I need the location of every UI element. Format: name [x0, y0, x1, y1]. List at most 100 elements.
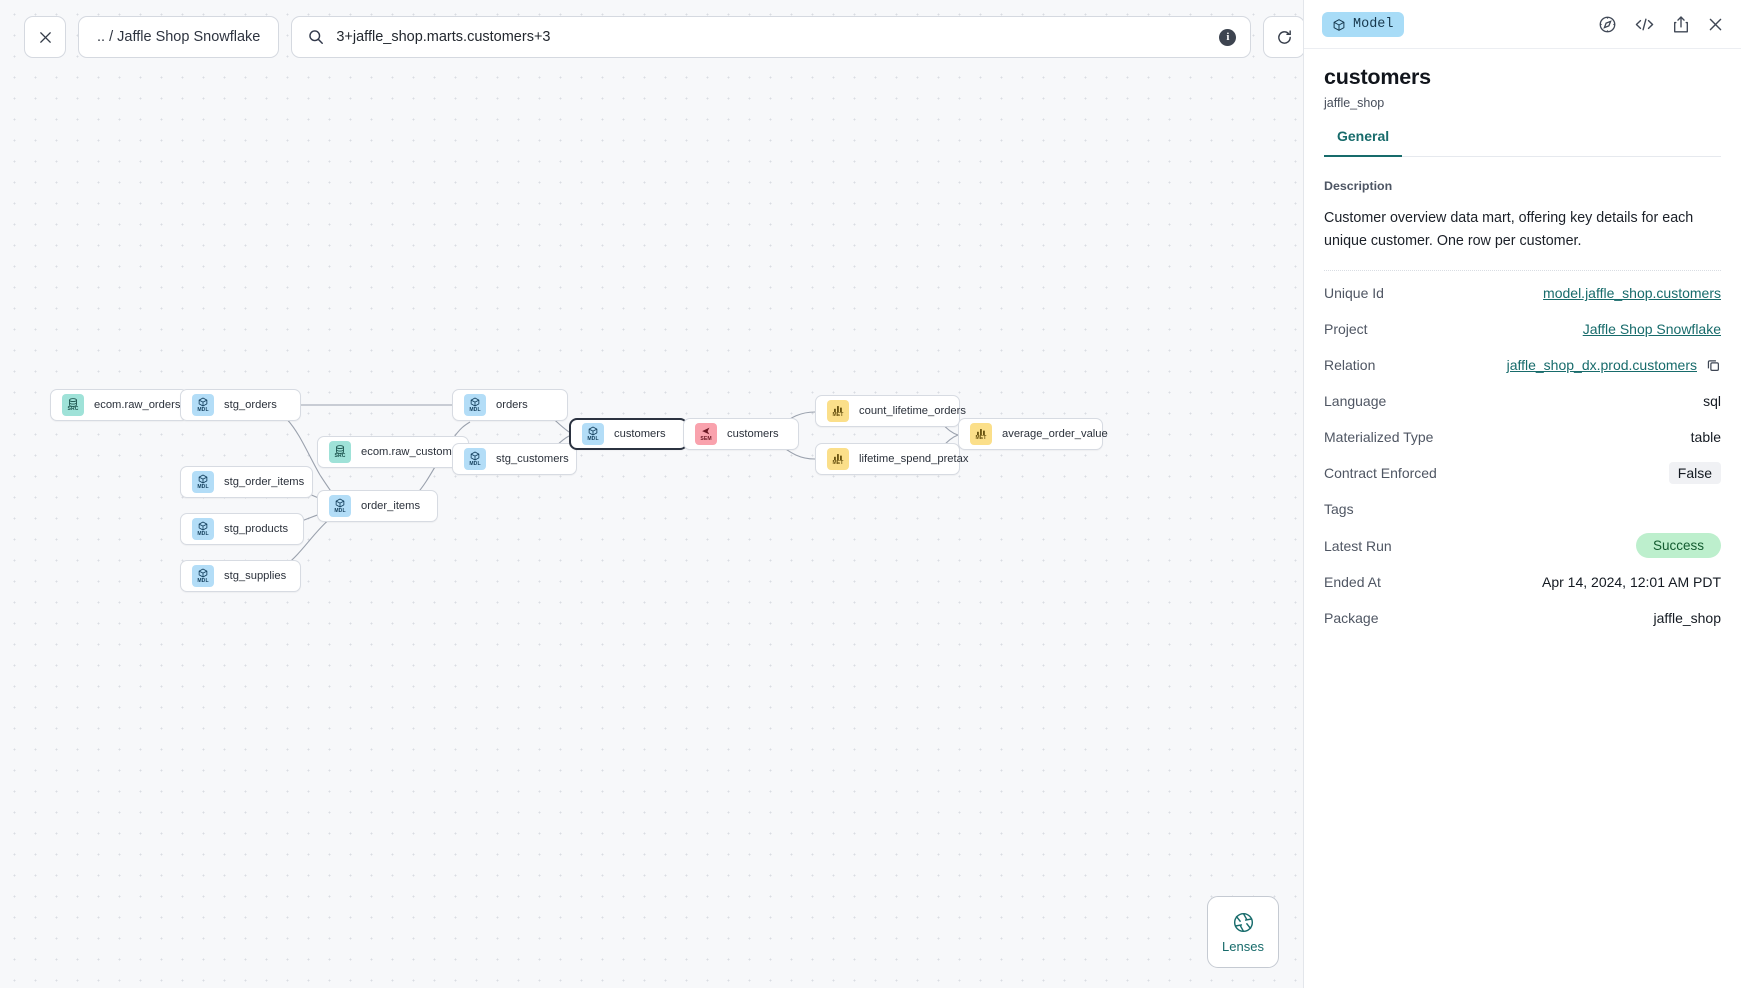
- copy-icon[interactable]: [1706, 358, 1721, 373]
- node-type-badge-mdl-icon: MDL: [192, 471, 214, 493]
- node-label: stg_products: [224, 523, 289, 535]
- node-label: ecom.raw_orders: [94, 399, 181, 411]
- node-label: customers: [614, 428, 666, 440]
- detail-row-value-wrap: model.jaffle_shop.customers: [1543, 285, 1721, 301]
- node-label: orders: [496, 399, 528, 411]
- lineage-node-stg_products[interactable]: MDL stg_products: [180, 513, 304, 545]
- detail-row-value: table: [1690, 429, 1721, 446]
- detail-row-value-wrap: jaffle_shop_dx.prod.customers: [1507, 357, 1721, 373]
- lineage-node-ecom_raw_orders[interactable]: SRC ecom.raw_orders: [50, 389, 188, 421]
- node-type-badge-met-icon: MET: [827, 400, 849, 422]
- lineage-node-orders[interactable]: MDL orders: [452, 389, 568, 421]
- detail-row-key: Materialized Type: [1324, 429, 1434, 446]
- detail-row-value-wrap: jaffle_shop: [1654, 610, 1721, 626]
- node-label: average_order_value: [1002, 428, 1108, 440]
- node-type-badge-mdl-icon: MDL: [464, 394, 486, 416]
- detail-row-key: Language: [1324, 393, 1387, 410]
- lineage-node-customers_semantic[interactable]: SEM customers: [683, 418, 799, 450]
- status-badge: Success: [1635, 533, 1721, 559]
- cube-icon: [1333, 18, 1345, 31]
- lineage-canvas[interactable]: .. / Jaffle Shop Snowflake 3+jaffle_shop…: [0, 0, 1303, 988]
- breadcrumb-button[interactable]: .. / Jaffle Shop Snowflake: [78, 16, 280, 58]
- description-heading: Description: [1324, 179, 1393, 193]
- detail-row-key: Project: [1324, 321, 1368, 338]
- panel-title-block: customers jaffle_shop: [1304, 49, 1741, 110]
- detail-row: Relation jaffle_shop_dx.prod.customers: [1324, 347, 1721, 383]
- lineage-search-input[interactable]: 3+jaffle_shop.marts.customers+3 i: [291, 16, 1252, 58]
- node-type-badge-src-icon: SRC: [62, 394, 84, 416]
- node-type-badge-src-icon: SRC: [329, 441, 351, 463]
- info-icon[interactable]: i: [1219, 28, 1237, 46]
- node-type-badge-sem-icon: SEM: [695, 423, 717, 445]
- detail-row-link[interactable]: model.jaffle_shop.customers: [1543, 285, 1721, 302]
- lineage-node-stg_customers[interactable]: MDL stg_customers: [452, 443, 577, 475]
- node-label: stg_customers: [496, 453, 569, 465]
- detail-row-link[interactable]: jaffle_shop_dx.prod.customers: [1506, 357, 1697, 374]
- panel-body: Description Customer overview data mart,…: [1304, 157, 1741, 988]
- detail-row: Latest Run Success: [1324, 527, 1721, 564]
- lineage-node-stg_order_items[interactable]: MDL stg_order_items: [180, 466, 313, 498]
- node-type-badge-mdl-icon: MDL: [192, 394, 214, 416]
- node-label: count_lifetime_orders: [859, 405, 966, 417]
- node-type-badge-mdl-icon: MDL: [192, 518, 214, 540]
- lineage-node-count_lifetime_orders[interactable]: MET count_lifetime_orders: [815, 395, 966, 427]
- view-code-button[interactable]: [1634, 15, 1655, 34]
- resource-type-label: Model: [1353, 17, 1394, 32]
- node-type-badge-mdl-icon: MDL: [192, 565, 214, 587]
- search-icon: [309, 30, 324, 44]
- detail-row-value: sql: [1703, 393, 1721, 410]
- status-badge: False: [1668, 462, 1721, 485]
- node-type-badge-mdl-icon: MDL: [329, 495, 351, 517]
- detail-row-key: Contract Enforced: [1324, 465, 1437, 482]
- detail-row: Tags: [1324, 491, 1721, 527]
- page-title: customers: [1324, 65, 1431, 89]
- detail-row: Project Jaffle Shop Snowflake: [1324, 311, 1721, 347]
- refresh-button[interactable]: [1263, 16, 1303, 58]
- node-label: customers: [727, 428, 779, 440]
- node-label: order_items: [361, 500, 421, 512]
- share-icon: [1674, 16, 1688, 33]
- node-label: lifetime_spend_pretax: [859, 453, 969, 465]
- detail-row-value-wrap: Success: [1635, 533, 1721, 559]
- detail-row: Unique Id model.jaffle_shop.customers: [1324, 275, 1721, 311]
- lineage-node-customers_model[interactable]: MDL customers: [569, 418, 688, 450]
- node-type-badge-mdl-icon: MDL: [582, 423, 604, 445]
- aperture-icon: [1233, 912, 1253, 932]
- close-lineage-button[interactable]: [24, 16, 66, 58]
- lineage-node-order_items[interactable]: MDL order_items: [317, 490, 438, 522]
- explore-button[interactable]: [1598, 15, 1617, 34]
- lenses-button[interactable]: Lenses: [1207, 896, 1279, 968]
- detail-row-key: Tags: [1324, 501, 1354, 518]
- detail-row-value-wrap: Jaffle Shop Snowflake: [1583, 321, 1721, 337]
- detail-row-value-wrap: sql: [1703, 393, 1721, 409]
- panel-tabs: General: [1324, 128, 1721, 157]
- lenses-label: Lenses: [1222, 938, 1264, 954]
- section-divider: [1324, 270, 1721, 272]
- detail-row: Contract Enforced False: [1324, 455, 1721, 491]
- panel-header: Model: [1304, 0, 1741, 49]
- detail-row: Materialized Type table: [1324, 419, 1721, 455]
- detail-row: Language sql: [1324, 383, 1721, 419]
- detail-row-key: Unique Id: [1324, 285, 1384, 302]
- detail-row-key: Relation: [1324, 357, 1376, 374]
- detail-row-key: Latest Run: [1324, 537, 1392, 554]
- detail-row-value-wrap: False: [1668, 462, 1721, 485]
- share-button[interactable]: [1672, 15, 1690, 34]
- resource-type-chip[interactable]: Model: [1322, 12, 1404, 37]
- detail-row-link[interactable]: Jaffle Shop Snowflake: [1582, 321, 1721, 338]
- node-label: stg_order_items: [224, 476, 305, 488]
- node-type-badge-mdl-icon: MDL: [464, 448, 486, 470]
- tab-general[interactable]: General: [1324, 128, 1403, 157]
- canvas-toolbar: .. / Jaffle Shop Snowflake 3+jaffle_shop…: [24, 16, 1303, 58]
- close-panel-button[interactable]: [1707, 16, 1724, 33]
- close-icon: [1709, 18, 1722, 31]
- description-text: Customer overview data mart, offering ke…: [1324, 210, 1694, 250]
